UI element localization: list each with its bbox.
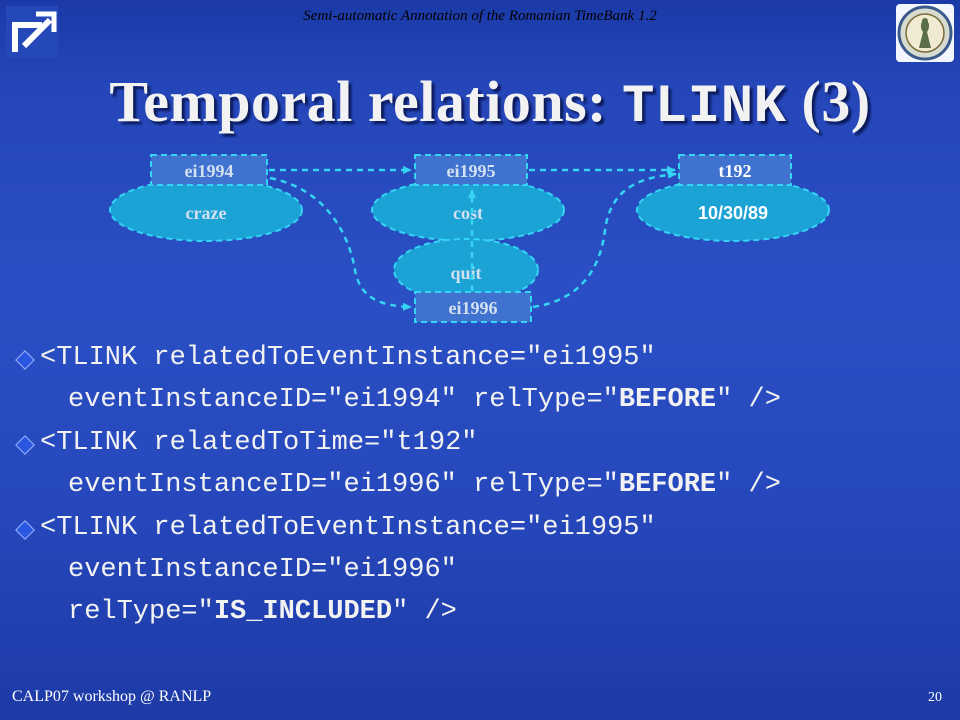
slide-title-prefix: Temporal relations: [109,69,607,134]
tlink-line: eventInstanceID="ei1994" relType="BEFORE… [40,379,958,421]
tlink-close-text: " /> [716,470,781,500]
tlink-line: <TLINK relatedToEventInstance="ei1995" [40,343,656,373]
node-ei1996-label: ei1996 [449,298,498,318]
tlink-reltype: BEFORE [618,470,717,500]
node-time-value-label: 10/30/89 [698,203,768,223]
footer-workshop: CALP07 workshop @ RANLP [12,688,212,705]
node-time-ellipse [636,178,830,242]
tlink-reltype: IS_INCLUDED [213,597,393,627]
institution-logo-left [6,6,58,58]
tlink-attr-text: relType=" [68,597,214,627]
node-cost-ellipse [371,178,565,242]
tlink-reltype: BEFORE [618,385,717,415]
edge-ei1994-to-ei1996 [269,176,412,311]
slide-title-code: TLINK [622,77,787,138]
node-craze-label: craze [186,203,227,223]
node-craze-ellipse [109,178,303,242]
tlink-item: <TLINK relatedToTime="t192" eventInstanc… [18,422,958,506]
academy-seal-logo [896,4,954,62]
node-ei1996-box [414,291,532,323]
node-ei1995-label: ei1995 [447,161,496,181]
node-t192-box [678,154,792,186]
tlink-line: <TLINK relatedToEventInstance="ei1995" [40,513,656,543]
slide-title: Temporal relations: TLINK (3) [0,68,960,138]
tlink-attr-text: eventInstanceID="ei1996" relType=" [68,470,619,500]
tlink-diagram: ei1994 craze ei1995 cost t192 10/30/89 q… [109,154,830,323]
node-quit-label: quit [450,263,481,283]
slide-number: 20 [928,690,942,705]
node-ei1994-label: ei1994 [185,161,234,181]
node-ei1994-box [150,154,268,186]
node-t192-label: t192 [719,161,752,181]
tlink-line: eventInstanceID="ei1996" relType="BEFORE… [40,464,958,506]
tlink-line: relType="IS_INCLUDED" /> [40,591,958,633]
tlink-close-text: " /> [392,597,457,627]
tlink-item: <TLINK relatedToEventInstance="ei1995" e… [18,507,958,633]
tlink-close-text: " /> [716,385,781,415]
tlink-attr-text: eventInstanceID="ei1994" relType=" [68,385,619,415]
tlink-line: <TLINK relatedToTime="t192" [40,428,478,458]
slide-title-suffix: (3) [801,69,871,134]
node-cost-label: cost [453,203,483,223]
edge-ei1996-to-t192 [532,170,677,309]
tlink-line: eventInstanceID="ei1996" [68,555,457,585]
tlink-list: <TLINK relatedToEventInstance="ei1995" e… [18,337,958,634]
header-title: Semi-automatic Annotation of the Romania… [303,8,657,24]
node-ei1995-box [414,154,528,186]
tlink-item: <TLINK relatedToEventInstance="ei1995" e… [18,337,958,421]
